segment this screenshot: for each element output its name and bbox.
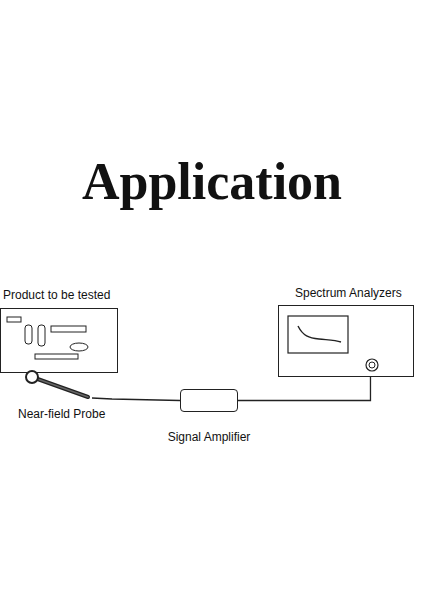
signal-cable <box>238 377 370 401</box>
title: Application <box>0 152 424 211</box>
product-board: Product to be tested <box>0 308 118 373</box>
signal-cable <box>92 398 180 401</box>
node-label: Product to be tested <box>3 288 110 302</box>
spectrum-analyzer: Spectrum Analyzers <box>278 305 414 377</box>
near-field-probe-drawing <box>24 369 92 401</box>
signal-amplifier: Signal Amplifier <box>180 389 238 412</box>
node-label: Signal Amplifier <box>168 430 251 444</box>
near-field-probe: Near-field Probe <box>24 369 92 401</box>
spectrum-analyzer-drawing <box>279 306 413 376</box>
node-label: Spectrum Analyzers <box>295 286 402 300</box>
node-label: Near-field Probe <box>18 407 105 421</box>
product-board-drawing <box>1 309 117 372</box>
